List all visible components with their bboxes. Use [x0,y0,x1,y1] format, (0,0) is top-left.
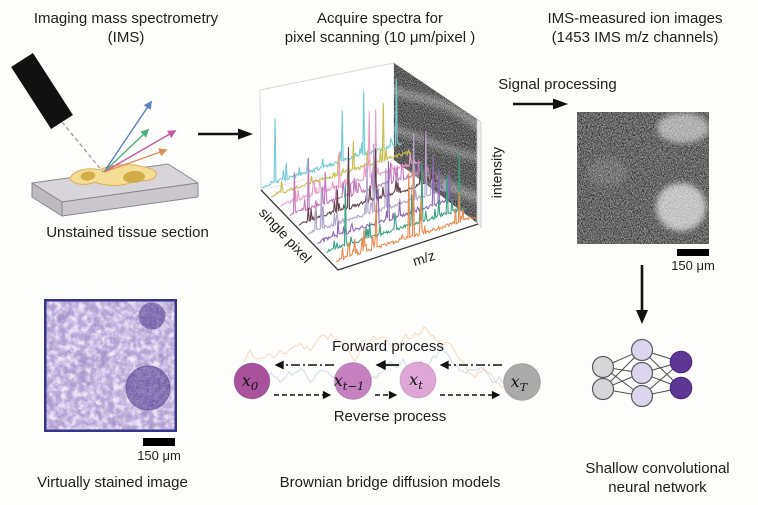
plot-floor-axes [260,189,479,271]
stained-image-border [44,299,177,432]
arrow-ims-to-spectra-icon [198,128,253,140]
diffusion-diagram: x0 xt−1 xt xT [233,326,541,401]
ims-illustration [11,53,199,217]
neural-network-diagram [591,338,693,408]
panel-ims-title-line2: (IMS) [107,29,145,46]
panel-nn-caption-line1: Shallow convolutional [585,460,730,477]
nn-hidden-node [630,361,654,385]
panel-stained-caption: Virtually stained image [37,474,188,491]
nn-input-node [591,355,615,379]
ion-ray-blue-icon [103,100,152,173]
stained-image-scalebar [143,438,175,446]
ion-ray-orange-icon [103,148,168,173]
spectrum-trace [317,155,458,244]
plot-floor [261,160,478,270]
diffusion-node-label-xt-1: xt−1 [334,371,365,393]
ion-image-scalebar-label: 150 μm [671,258,715,273]
arrow-signal-processing-icon [513,98,568,110]
spectrum-trace [335,171,477,263]
brownian-trace [243,326,539,393]
panel-spectra-title-line2: pixel scanning (10 μm/pixel ) [284,29,476,46]
panel-ims-title-line1: Imaging mass spectrometry [33,10,219,27]
panel-ion-title-line2: (1453 IMS m/z channels) [551,29,719,46]
arrow-ion-images-to-nn-icon [636,265,648,324]
tissue-spot [80,171,96,181]
panel-spectra-title-line1: Acquire spectra for [317,10,443,27]
nn-output-node [669,376,693,400]
tissue-section-shape [69,164,157,186]
laser-probe-icon [11,53,73,129]
signal-processing-label: Signal processing [498,76,617,93]
stained-image-scalebar-label: 150 μm [137,448,181,463]
diffusion-node-x0 [233,362,271,400]
diffusion-node-xt-1 [334,362,372,400]
panel-nn-caption: Shallow convolutional neural network [560,459,755,497]
plot-panel-edge [476,118,482,228]
panel-nn-caption-line2: neural network [608,479,707,496]
brownian-traces [243,326,539,393]
laser-beam-dashed-line [61,121,104,173]
diffusion-node-label-x0: x0 [242,371,258,393]
forward-process-label: Forward process [332,338,444,355]
spectrum-trace [289,157,430,217]
diffusion-node-xt [399,361,437,399]
desorbed-ion-arrows-icon [103,100,177,173]
diffusion-node-label-xT: xT [511,372,529,394]
diffusion-node-label-xt: xt [409,370,423,392]
ion-image [577,112,709,244]
panel-ims-title: Imaging mass spectrometry (IMS) [10,9,242,47]
tissue-spot [123,170,145,184]
axis-label-intensity: intensity [488,146,505,199]
brownian-trace [243,346,539,393]
spectra-traces [261,78,477,263]
virtually-stained-image [44,299,177,432]
panel-diffusion-caption: Brownian bridge diffusion models [279,474,501,491]
ion-ray-green-icon [103,128,150,173]
panel-ims-caption: Unstained tissue section [46,224,209,241]
nn-output-node [669,350,693,374]
ion-image-scalebar [677,249,709,256]
ion-ray-magenta-icon [103,130,177,173]
panel-ion-title-line1: IMS-measured ion images [547,10,723,27]
spectra-3d-plot [259,62,482,271]
reverse-process-label: Reverse process [333,408,447,425]
spectrum-trace [261,78,403,189]
nn-input-node [591,377,615,401]
nn-hidden-node [630,338,654,362]
panel-ion-title: IMS-measured ion images (1453 IMS m/z ch… [512,9,758,47]
slide-side-face [31,182,63,217]
nn-hidden-node [630,384,654,408]
panel-spectra-title: Acquire spectra for pixel scanning (10 μ… [255,9,505,47]
spectrum-trace [326,153,467,254]
diffusion-node-xT [503,363,541,401]
